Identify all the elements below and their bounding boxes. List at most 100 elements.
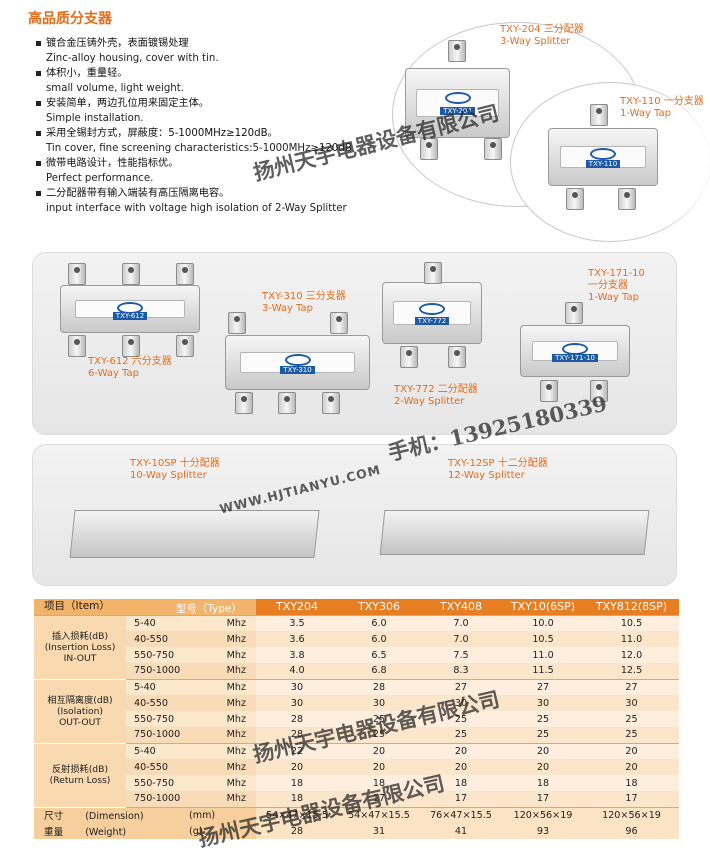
value-cell: 3.8: [256, 647, 338, 663]
value-cell: 22: [256, 742, 338, 759]
value-cell: 7.0: [420, 614, 502, 631]
value-cell: 20: [420, 759, 502, 775]
group-name: 插入损耗(dB): [51, 630, 109, 642]
frequency: 550-750: [126, 647, 186, 663]
unit: Mhz: [186, 791, 256, 807]
unit: Mhz: [186, 631, 256, 647]
value-cell: 41: [420, 823, 502, 839]
value-cell: 25: [502, 727, 584, 743]
group-name: 反射损耗(dB)(Return Loss): [34, 742, 126, 808]
value-cell: 6.0: [338, 614, 420, 631]
item-label: 项目（Item）: [44, 599, 110, 612]
value-cell: 30: [584, 695, 679, 711]
frequency: 5-40: [126, 742, 186, 759]
feature-item: 体积小，重量轻。 small volume, light weight.: [36, 66, 416, 96]
frequency: 550-750: [126, 775, 186, 791]
value-cell: 18: [338, 775, 420, 791]
value-cell: 25: [338, 727, 420, 743]
feature-item: 微带电路设计，性能指标优。 Perfect performance.: [36, 156, 416, 186]
value-cell: 120×56×19: [584, 806, 679, 823]
frequency: 750-1000: [126, 791, 186, 807]
value-cell: 12.5: [584, 663, 679, 679]
frequency: 5-40: [126, 614, 186, 631]
value-cell: 25: [338, 711, 420, 727]
feature-item: 二分配器带有输入端装有高压隔离电容。input interface with v…: [36, 186, 416, 216]
value-cell: 25: [584, 711, 679, 727]
feature-cn: 采用全锡封方式，屏蔽度：5-1000MHz≥120dB。: [46, 128, 278, 139]
feature-cn: 镀合金压铸外壳，表面镀锡处理: [46, 38, 189, 49]
value-cell: 3.5: [256, 614, 338, 631]
label-txy10sp: TXY-10SP 十分配器 10-Way Splitter: [130, 458, 220, 481]
feature-item: 安装简单，两边孔位用来固定主体。Simple installation.: [36, 96, 416, 126]
value-cell: 76×47×15.5: [420, 806, 502, 823]
model-header: TXY408: [420, 599, 502, 615]
device-txy772: TXY-772: [382, 282, 482, 344]
model-header: TXY306: [338, 599, 420, 615]
unit: Mhz: [186, 711, 256, 727]
unit: Mhz: [186, 678, 256, 695]
feature-cn: 体积小，重量轻。: [46, 68, 128, 79]
unit: Mhz: [186, 647, 256, 663]
value-cell: 6.8: [338, 663, 420, 679]
device-txy204: TXY-204: [405, 68, 510, 138]
value-cell: 4.0: [256, 663, 338, 679]
value-cell: 27: [502, 678, 584, 695]
value-cell: 10.0: [502, 614, 584, 631]
value-cell: 18: [502, 775, 584, 791]
footer-name: 尺寸(Dimension): [34, 806, 186, 823]
value-cell: 25: [420, 711, 502, 727]
model-header: TXY10(6SP): [502, 599, 584, 615]
value-cell: 30: [420, 695, 502, 711]
feature-item: 镀合金压铸外壳，表面镀锡处理 Zinc-alloy housing, cover …: [36, 36, 416, 66]
value-cell: 27: [420, 678, 502, 695]
group-name: 插入损耗(dB)(Insertion Loss)IN-OUT: [34, 614, 126, 680]
device-txy12sp: [379, 510, 650, 555]
frequency: 550-750: [126, 711, 186, 727]
feature-en: small volume, light weight.: [46, 83, 184, 94]
feature-en: input interface with voltage high isolat…: [46, 203, 347, 214]
footer-unit: (g): [186, 823, 256, 839]
value-cell: 11.5: [502, 663, 584, 679]
value-cell: 28: [256, 727, 338, 743]
feature-item: 采用全锡封方式，屏蔽度：5-1000MHz≥120dB。Tin cover, f…: [36, 126, 416, 156]
value-cell: 25: [502, 711, 584, 727]
label-txy204: TXY-204 三分配器 3-Way Splitter: [500, 24, 584, 47]
unit: Mhz: [186, 695, 256, 711]
feature-en: Perfect performance.: [46, 173, 154, 184]
value-cell: 18: [420, 775, 502, 791]
label-txy612: TXY-612 六分支器 6-Way Tap: [88, 356, 172, 379]
footer-unit: (mm): [186, 806, 256, 823]
feature-cn: 微带电路设计，性能指标优。: [46, 158, 179, 169]
value-cell: 7.5: [420, 647, 502, 663]
device-txy17110: TXY-171-10: [520, 325, 630, 377]
value-cell: 3.6: [256, 631, 338, 647]
value-cell: 17: [420, 791, 502, 807]
value-cell: 96: [584, 823, 679, 839]
value-cell: 18: [584, 775, 679, 791]
frequency: 40-550: [126, 631, 186, 647]
value-cell: 6.0: [338, 631, 420, 647]
group-name-en: (Isolation): [56, 705, 104, 717]
group-name: 反射损耗(dB): [51, 764, 109, 775]
value-cell: 17: [502, 791, 584, 807]
group-name-en: (Return Loss): [49, 775, 111, 786]
value-cell: 20: [502, 759, 584, 775]
value-cell: 28: [256, 711, 338, 727]
label-txy772: TXY-772 二分配器 2-Way Splitter: [394, 384, 478, 407]
footer-name-en: (Weight): [85, 827, 127, 838]
device-txy612: TXY-612: [60, 285, 200, 333]
frequency: 750-1000: [126, 663, 186, 679]
feature-en: Zinc-alloy housing, cover with tin.: [46, 53, 219, 64]
value-cell: 17: [584, 791, 679, 807]
label-txy310: TXY-310 三分支器 3-Way Tap: [262, 291, 346, 314]
